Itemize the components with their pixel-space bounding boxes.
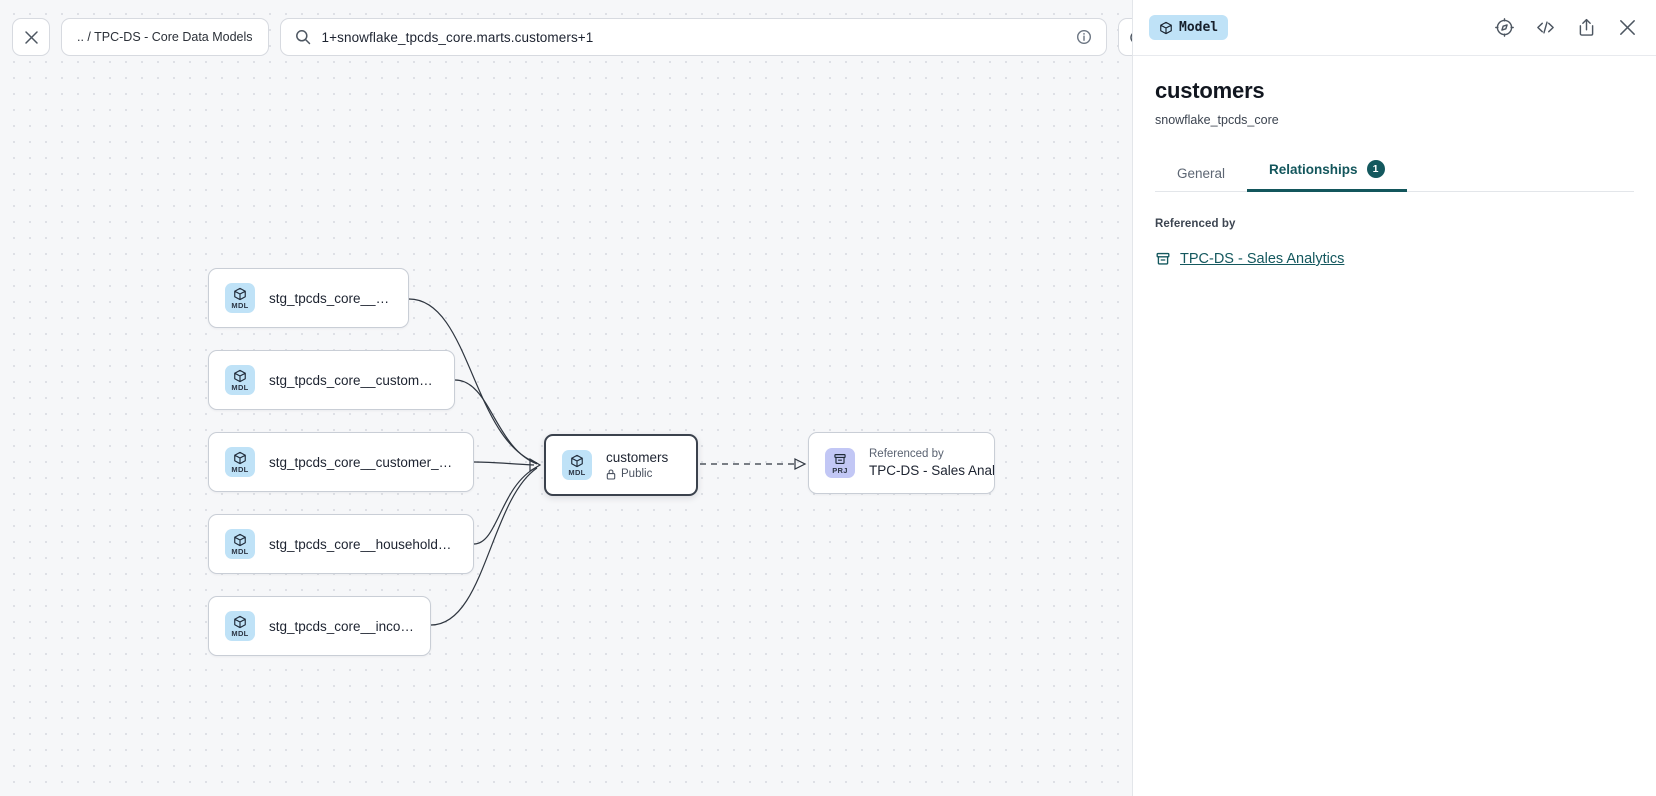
graph-node-upstream-4[interactable]: MDL stg_tpcds_core__household_demogr… — [208, 514, 474, 574]
chip-label: MDL — [231, 300, 249, 310]
reference-item[interactable]: TPC-DS - Sales Analytics — [1155, 251, 1634, 267]
chip-label: MDL — [231, 382, 249, 392]
panel-tabs: General Relationships 1 — [1155, 159, 1634, 192]
search-icon — [295, 29, 311, 45]
node-label: stg_tpcds_core__income_band — [269, 618, 414, 634]
refresh-icon — [1128, 29, 1132, 46]
share-icon[interactable] — [1576, 17, 1597, 38]
node-label: stg_tpcds_core__customer_demogra… — [269, 454, 457, 470]
visibility-label: Public — [621, 468, 653, 480]
tab-label: Relationships — [1269, 161, 1358, 177]
node-label: stg_tpcds_core__household_demogr… — [269, 536, 457, 552]
model-chip: MDL — [225, 365, 255, 395]
entity-type-badge: Model — [1149, 15, 1229, 40]
panel-content: Referenced by TPC-DS - Sales Analytics — [1133, 192, 1656, 267]
model-chip: MDL — [225, 447, 255, 477]
breadcrumb[interactable]: .. / TPC-DS - Core Data Models — [61, 18, 269, 56]
lineage-edges — [408, 298, 807, 626]
reference-link[interactable]: TPC-DS - Sales Analytics — [1180, 251, 1345, 267]
panel-toolbar: Model — [1133, 0, 1656, 56]
graph-node-upstream-2[interactable]: MDL stg_tpcds_core__customer_address — [208, 350, 455, 410]
badge-label: Model — [1179, 20, 1219, 35]
graph-node-upstream-3[interactable]: MDL stg_tpcds_core__customer_demogra… — [208, 432, 474, 492]
model-chip: MDL — [225, 611, 255, 641]
close-icon — [24, 30, 39, 45]
section-label: Referenced by — [1155, 218, 1236, 230]
lock-icon — [606, 468, 616, 480]
search-input[interactable]: 1+snowflake_tpcds_core.marts.customers+1 — [279, 18, 1107, 56]
node-label: stg_tpcds_core__customer — [269, 290, 392, 306]
graph-node-upstream-1[interactable]: MDL stg_tpcds_core__customer — [208, 268, 409, 328]
graph-node-customers[interactable]: MDL customers Public — [544, 434, 698, 496]
node-text: Referenced by TPC-DS - Sales Analytics — [869, 448, 995, 478]
model-chip: MDL — [562, 450, 592, 480]
code-icon[interactable] — [1535, 17, 1556, 38]
node-title: customers — [606, 450, 669, 465]
chip-label: MDL — [231, 546, 249, 556]
node-visibility: Public — [606, 468, 668, 480]
chip-label: MDL — [231, 464, 249, 474]
page-title: customers — [1155, 78, 1265, 103]
explore-icon[interactable] — [1494, 17, 1515, 38]
refresh-button[interactable] — [1117, 18, 1132, 56]
details-panel: Model customers snowflake_tpcds_core — [1132, 0, 1656, 796]
project-chip: PRJ — [825, 448, 855, 478]
info-circle-icon[interactable] — [1076, 29, 1092, 45]
node-title: TPC-DS - Sales Analytics — [869, 463, 995, 478]
chip-label: MDL — [568, 467, 586, 477]
graph-node-upstream-5[interactable]: MDL stg_tpcds_core__income_band — [208, 596, 431, 656]
lineage-canvas[interactable]: .. / TPC-DS - Core Data Models 1+snowfla… — [0, 0, 1132, 796]
graph-node-project[interactable]: PRJ Referenced by TPC-DS - Sales Analyti… — [808, 432, 995, 494]
cube-icon — [1159, 21, 1173, 35]
close-lineage-button[interactable] — [12, 18, 50, 56]
panel-actions — [1494, 17, 1638, 38]
project-icon — [1155, 251, 1171, 267]
close-icon[interactable] — [1617, 17, 1638, 38]
breadcrumb-label: .. / TPC-DS - Core Data Models — [77, 30, 253, 44]
search-value: 1+snowflake_tpcds_core.marts.customers+1 — [321, 29, 594, 45]
chip-label: MDL — [231, 628, 249, 638]
node-text: customers Public — [606, 450, 668, 480]
tab-label: General — [1177, 166, 1226, 181]
tab-general[interactable]: General — [1155, 166, 1247, 192]
model-chip: MDL — [225, 529, 255, 559]
tab-count-badge: 1 — [1366, 160, 1385, 178]
page-subtitle: snowflake_tpcds_core — [1155, 113, 1279, 127]
model-chip: MDL — [225, 283, 255, 313]
tab-relationships[interactable]: Relationships 1 — [1247, 160, 1407, 192]
node-eyebrow: Referenced by — [869, 448, 944, 460]
canvas-toolbar: .. / TPC-DS - Core Data Models 1+snowfla… — [12, 18, 1132, 56]
chip-label: PRJ — [832, 465, 848, 475]
panel-header: customers snowflake_tpcds_core General R… — [1133, 56, 1656, 192]
node-label: stg_tpcds_core__customer_address — [269, 372, 438, 388]
